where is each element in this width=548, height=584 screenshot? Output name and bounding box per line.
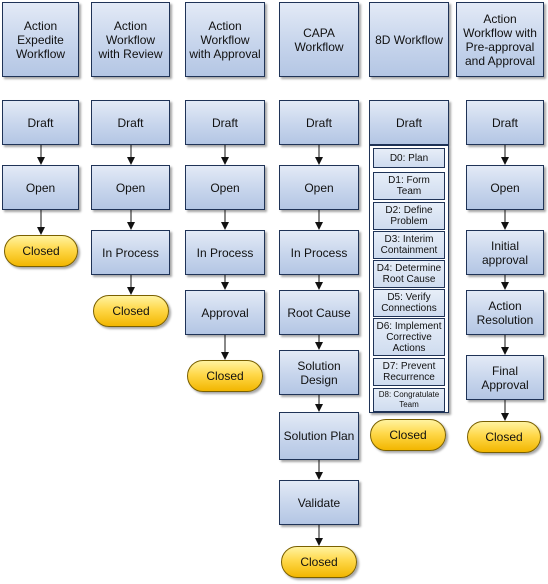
8d-d7: D7: Prevent Recurrence	[373, 358, 445, 386]
header-action-review: Action Workflow with Review	[91, 2, 170, 77]
8d-d8: D8: Congratulate Team	[373, 388, 445, 412]
ar-closed: Closed	[93, 295, 169, 327]
header-8d: 8D Workflow	[369, 2, 449, 77]
8d-draft: Draft	[369, 100, 449, 145]
8d-d5: D5: Verify Connections	[373, 289, 445, 317]
aa-in-process: In Process	[185, 230, 265, 275]
pa-final-approval: Final Approval	[466, 355, 544, 400]
pa-draft: Draft	[466, 100, 544, 145]
capa-in-process: In Process	[279, 230, 359, 275]
aa-draft: Draft	[185, 100, 265, 145]
header-pre-approval: Action Workflow with Pre-approval and Ap…	[456, 2, 544, 77]
capa-solution-design: Solution Design	[279, 350, 359, 395]
ae-open: Open	[2, 165, 79, 210]
capa-draft: Draft	[279, 100, 359, 145]
8d-d1: D1: Form Team	[373, 172, 445, 200]
8d-d2: D2: Define Problem	[373, 202, 445, 230]
header-capa: CAPA Workflow	[279, 2, 359, 77]
pa-closed: Closed	[467, 421, 541, 453]
ar-in-process: In Process	[91, 230, 170, 275]
capa-closed: Closed	[281, 546, 357, 578]
aa-approval: Approval	[185, 290, 265, 335]
capa-root-cause: Root Cause	[279, 290, 359, 335]
aa-closed: Closed	[187, 360, 263, 392]
capa-solution-plan: Solution Plan	[279, 412, 359, 460]
pa-initial-approval: Initial approval	[466, 230, 544, 275]
capa-open: Open	[279, 165, 359, 210]
aa-open: Open	[185, 165, 265, 210]
8d-d4: D4: Determine Root Cause	[373, 260, 445, 288]
capa-validate: Validate	[279, 480, 359, 525]
header-action-approval: Action Workflow with Approval	[185, 2, 265, 77]
header-action-expedite: Action Expedite Workflow	[2, 2, 79, 77]
ar-draft: Draft	[91, 100, 170, 145]
8d-d3: D3: Interim Containment	[373, 231, 445, 259]
8d-closed: Closed	[370, 419, 446, 451]
ae-closed: Closed	[4, 235, 78, 267]
pa-action-resolution: Action Resolution	[466, 290, 544, 335]
8d-d6: D6: Implement Corrective Actions	[373, 318, 445, 356]
ae-draft: Draft	[2, 100, 79, 145]
8d-d0: D0: Plan	[373, 148, 445, 168]
ar-open: Open	[91, 165, 170, 210]
pa-open: Open	[466, 165, 544, 210]
